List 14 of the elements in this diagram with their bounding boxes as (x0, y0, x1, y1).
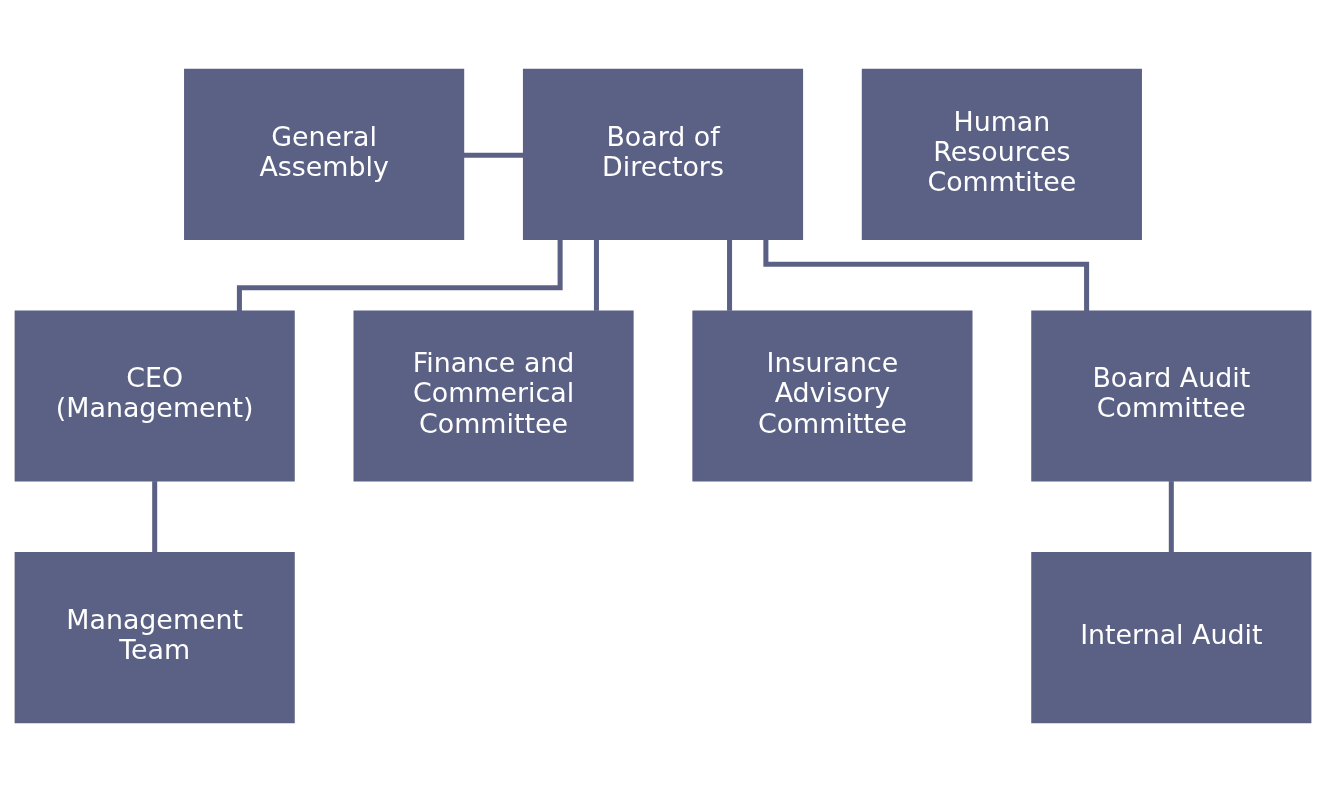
node-box: Internal Audit (1031, 551, 1312, 723)
connector (727, 239, 733, 311)
node-box: Insurance Advisory Committee (692, 309, 973, 482)
connector (152, 480, 158, 552)
node-box: CEO (Management) (14, 309, 295, 482)
node-box: Finance and Commerical Committee (353, 309, 634, 482)
connector (1168, 480, 1174, 552)
node-box: Board Audit Committee (1031, 309, 1312, 482)
node-box: General Assembly (184, 68, 465, 240)
connector (463, 152, 524, 158)
node-box: Human Resources Commtitee (861, 68, 1142, 240)
connector (593, 239, 599, 311)
node-box: Board of Directors (522, 68, 804, 240)
node-box: Management Team (14, 551, 295, 723)
